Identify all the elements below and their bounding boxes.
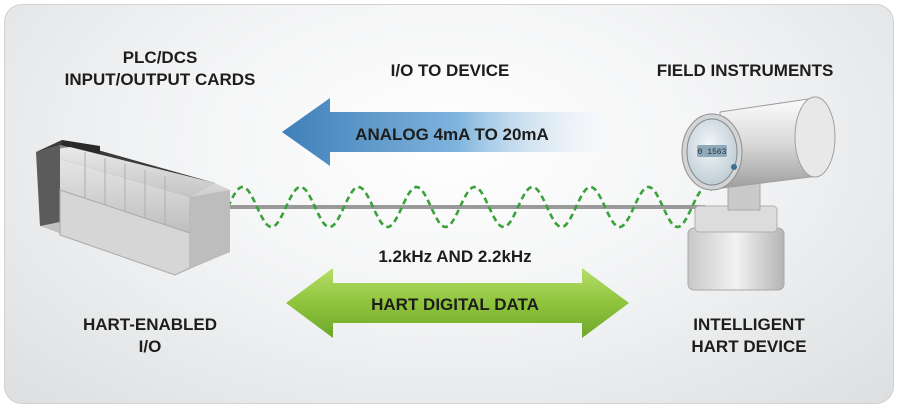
- field-instruments-label: FIELD INSTRUMENTS: [657, 61, 834, 80]
- intelligent-line1: INTELLIGENT: [693, 315, 805, 334]
- io-to-device-label: I/O TO DEVICE: [391, 61, 510, 80]
- hart-digital-arrow: [286, 268, 629, 338]
- hart-digital-data-label: HART DIGITAL DATA: [371, 295, 539, 314]
- analog-arrow: [282, 98, 600, 166]
- analog-signal-label: ANALOG 4mA TO 20mA: [355, 125, 549, 144]
- hart-enabled-line1: HART-ENABLED: [83, 315, 217, 334]
- plc-io-rack-icon: [36, 140, 230, 276]
- svg-text:0 1563: 0 1563: [698, 148, 727, 157]
- plc-title-line2: INPUT/OUTPUT CARDS: [65, 70, 256, 89]
- plc-title-line1: PLC/DCS: [123, 48, 198, 67]
- intelligent-line2: HART DEVICE: [691, 337, 806, 356]
- frequency-label: 1.2kHz AND 2.2kHz: [378, 247, 531, 266]
- hart-enabled-line2: I/O: [139, 337, 162, 356]
- field-transmitter-icon: 0 1563: [681, 96, 836, 291]
